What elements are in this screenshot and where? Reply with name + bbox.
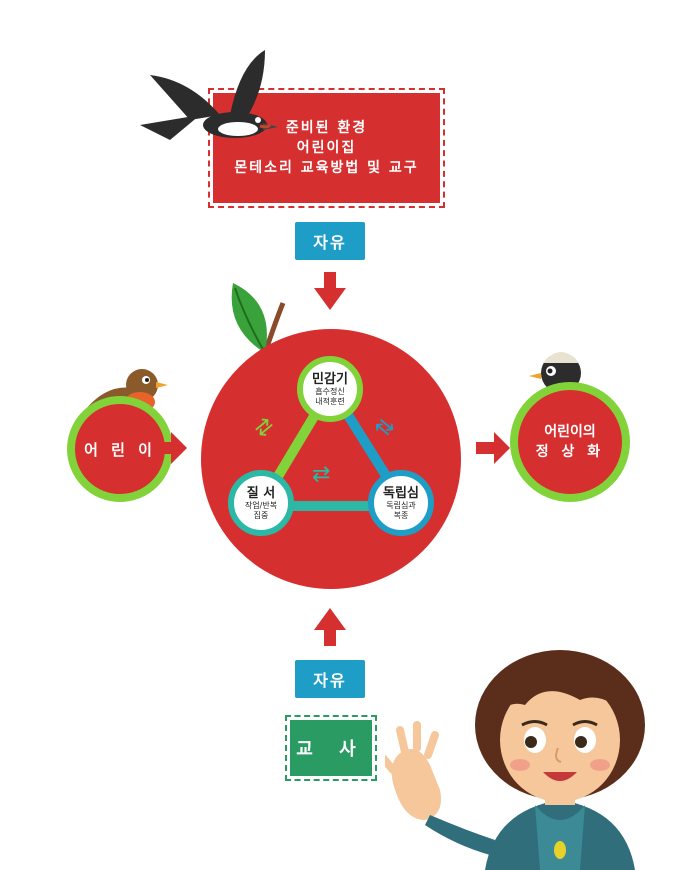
- node-top-title: 민감기: [312, 371, 348, 387]
- node-left-sub1: 작업/반복: [244, 500, 278, 510]
- freedom-label-top: 자유: [295, 222, 365, 260]
- normalization-line2: 정 상 화: [535, 444, 605, 460]
- teacher-box: 교 사: [285, 715, 377, 781]
- swallow-icon: [140, 50, 278, 140]
- normalization-circle: 어린이의 정 상 화: [510, 382, 630, 502]
- node-top-sub1: 흡수정신: [315, 386, 345, 396]
- top-box-line3: 몬테소리 교육방법 및 교구: [234, 160, 419, 176]
- node-right-sub2: 복종: [393, 510, 409, 520]
- teacher-label: 교 사: [296, 739, 366, 760]
- node-left-sub2: 집중: [253, 510, 269, 520]
- prepared-environment-box: 준비된 환경 어린이집 몬테소리 교육방법 및 교구: [208, 88, 445, 208]
- normalization-line1: 어린이의: [544, 424, 596, 440]
- arrow-down-icon: [314, 272, 346, 310]
- teacher-illustration-icon: [385, 650, 645, 870]
- node-order: 질 서 작업/반복 집중: [228, 470, 294, 536]
- node-sensitive-period: 민감기 흡수정신 내적훈련: [297, 356, 363, 422]
- child-circle-label: 어 린 이: [84, 440, 156, 459]
- freedom-label-bottom: 자유: [295, 660, 365, 698]
- node-right-title: 독립심: [383, 485, 419, 501]
- node-left-title: 질 서: [246, 485, 276, 501]
- arrow-right-icon-right: [476, 432, 510, 464]
- node-top-sub2: 내적훈련: [315, 396, 345, 406]
- top-box-line1: 준비된 환경: [285, 120, 368, 136]
- top-box-line2: 어린이집: [296, 140, 357, 156]
- arrow-up-icon: [314, 608, 346, 646]
- arrow-right-icon-left: [155, 432, 187, 464]
- double-arrow-bottom-icon: ⇄: [312, 462, 331, 487]
- node-right-sub1: 독립심과: [386, 500, 416, 510]
- node-independence: 독립심 독립심과 복종: [368, 470, 434, 536]
